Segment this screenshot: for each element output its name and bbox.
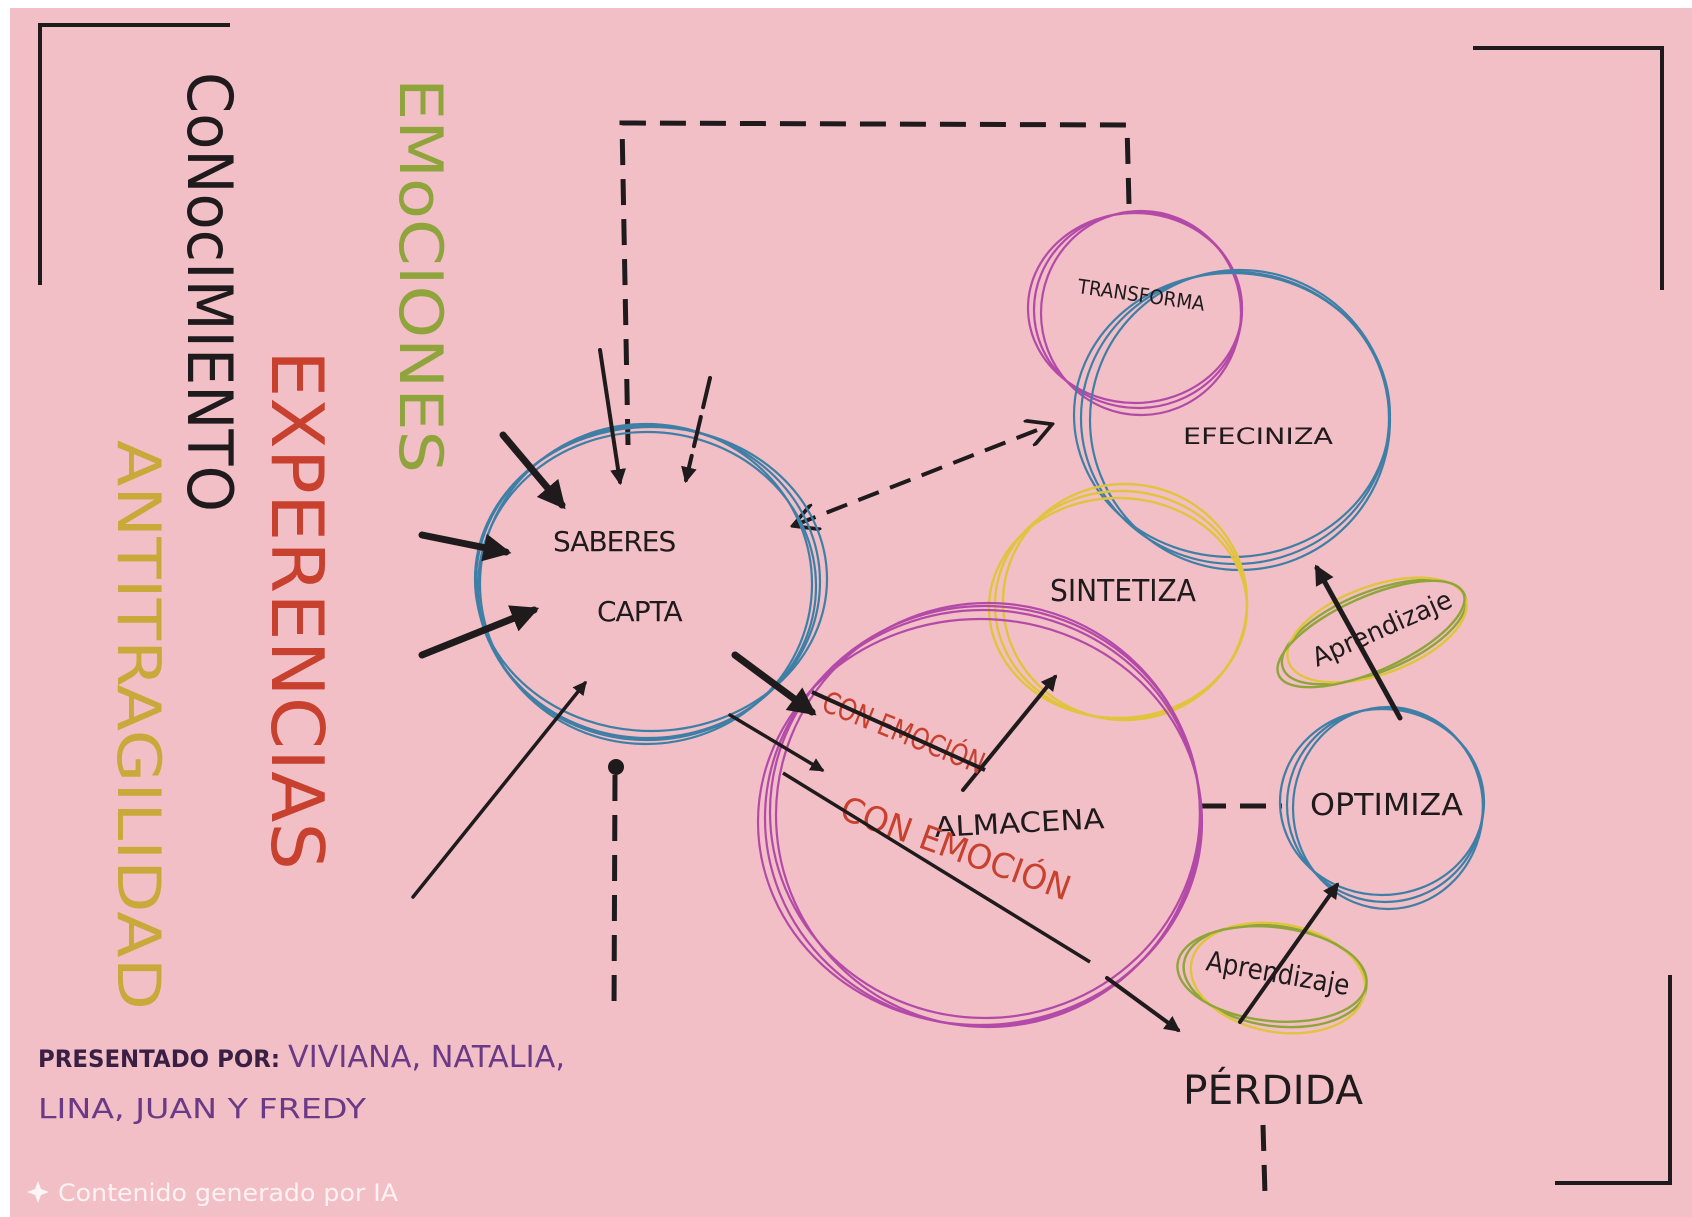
aprendizaje-lower-ellipse	[1176, 921, 1368, 1035]
dashed-below-capta	[611, 774, 618, 1016]
credits: PRESENTADO POR: VIVIANA, NATALIA, LINA, …	[38, 1040, 565, 1125]
paper-background	[10, 8, 1692, 1217]
word-emociones: EMoCIONES	[385, 78, 455, 473]
label-aprendizaje-upper: Aprendizaje	[1308, 585, 1457, 673]
capta-circle	[473, 422, 829, 746]
arrow-capta-almacena-2	[728, 713, 825, 772]
credits-names-line1: VIVIANA, NATALIA,	[288, 1040, 565, 1075]
label-capta: CAPTA	[597, 595, 683, 628]
optimiza-circle	[1278, 705, 1486, 911]
sintetiza-circle	[987, 482, 1249, 722]
arrow-input-5	[598, 348, 626, 486]
corner-brackets	[38, 23, 1672, 1185]
strike-con-emocion-1	[811, 690, 986, 772]
dashed-below-perdida	[1260, 1124, 1268, 1196]
bracket-top-left	[38, 23, 230, 285]
transforma-circle	[1026, 209, 1244, 417]
label-optimiza: OPTIMIZA	[1310, 788, 1463, 823]
almacena-circle	[756, 601, 1204, 1029]
dashed-capta-transforma-arrow	[795, 425, 1050, 525]
label-sintetiza: SINTETIZA	[1050, 574, 1196, 609]
arrow-aprendizaje-optimiza	[1238, 882, 1339, 1024]
node-labels: SABERES CAPTA TRANSFORMA EFECINIZA SINTE…	[553, 274, 1463, 1114]
arrow-input-2	[418, 531, 512, 562]
arrow-almacena-sintetiza	[961, 674, 1058, 792]
flow-arrows	[728, 564, 1403, 1032]
aprendizaje-upper-ellipse	[1276, 576, 1468, 689]
watermark-text: Contenido generado por IA	[58, 1179, 399, 1207]
arrow-capta-almacena-1	[731, 651, 817, 716]
label-efeciniza: EFECINIZA	[1183, 425, 1333, 450]
credits-names-line2: LINA, JUAN Y FREDY	[38, 1092, 367, 1125]
efeciniza-circle	[1072, 268, 1392, 572]
sparkle-icon	[27, 1181, 49, 1203]
arrow-input-1	[499, 431, 566, 510]
word-experiencias: EXPERENCIAS	[255, 350, 339, 870]
label-aprendizaje-lower: Aprendizaje	[1204, 944, 1353, 1002]
dashed-connectors	[611, 120, 1282, 1196]
arrow-almacena-perdida	[1105, 976, 1181, 1032]
arrow-input-3	[418, 605, 540, 659]
dashed-top-loop	[619, 120, 1132, 446]
word-antitragilidad: ANTITRAGILIDAD	[103, 440, 173, 1010]
bracket-bottom-right	[1555, 975, 1672, 1185]
label-perdida: PÉRDIDA	[1183, 1066, 1364, 1114]
input-arrows	[411, 348, 712, 899]
word-conocimiento: CoNocIMIENTO	[173, 72, 246, 512]
side-words: CoNocIMIENTO EMoCIONES EXPERENCIAS ANTIT…	[103, 72, 455, 1010]
arrow-input-4	[411, 680, 587, 899]
credits-label: PRESENTADO POR:	[38, 1045, 280, 1073]
arrow-input-6	[681, 376, 712, 484]
dot-below-capta	[608, 759, 624, 775]
arrow-optimiza-efeciniza	[1314, 564, 1403, 721]
ai-watermark: Contenido generado por IA	[27, 1179, 399, 1207]
label-saberes: SABERES	[553, 525, 675, 558]
strike-con-emocion-2	[782, 771, 1091, 964]
bracket-top-right	[1473, 46, 1664, 290]
